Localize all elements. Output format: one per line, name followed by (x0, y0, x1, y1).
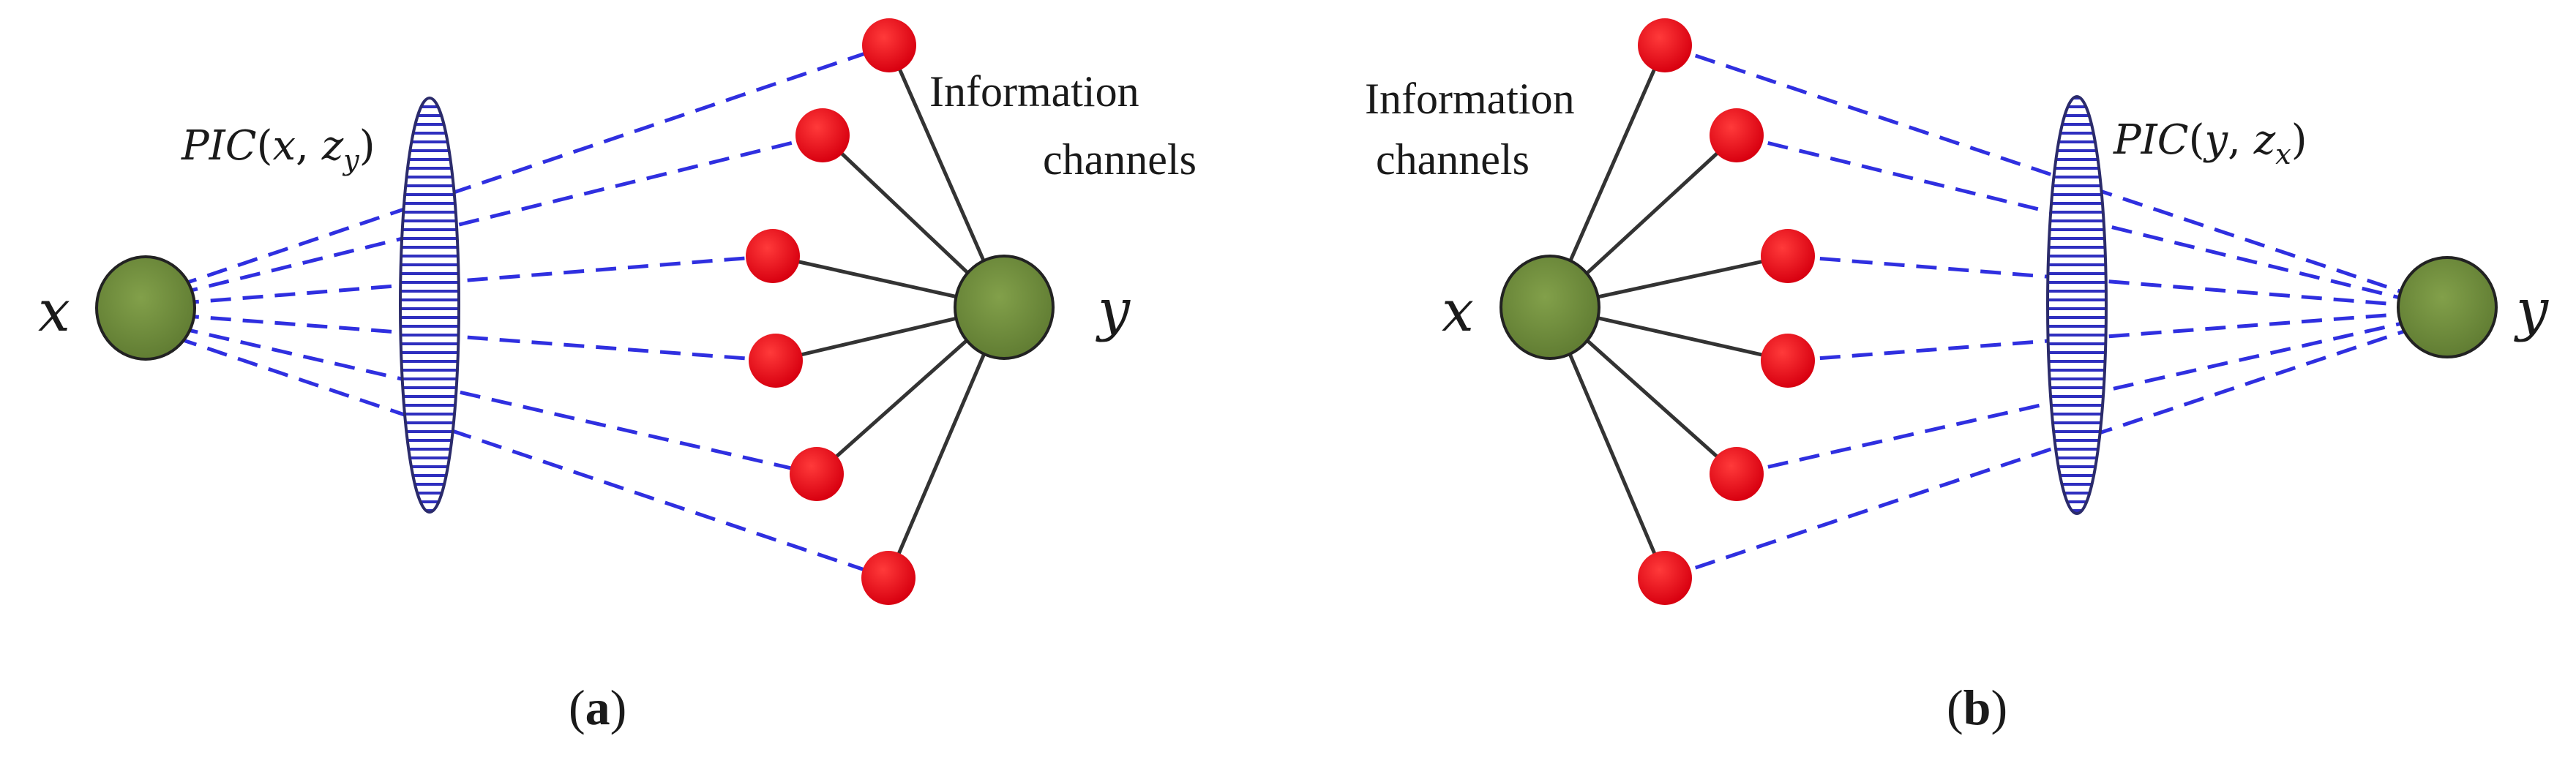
channel-nodes-b (1638, 18, 1815, 605)
dashed-link (146, 43, 890, 298)
channel-node (749, 334, 803, 388)
dashed-link (146, 326, 889, 580)
channel-node (862, 18, 916, 72)
dashed-link (1787, 254, 2416, 308)
dashed-link (146, 254, 774, 308)
dashed-link (1787, 311, 2416, 363)
channels-label-line1: Information (1365, 75, 1575, 123)
dashed-link (146, 318, 817, 476)
source-label-x: x (1442, 279, 1474, 345)
source-node-x (1499, 255, 1600, 360)
channel-node (746, 229, 800, 283)
channel-node (1710, 108, 1764, 162)
dashed-link (1736, 318, 2416, 476)
dashed-link (1664, 43, 2416, 298)
target-node-y (954, 255, 1055, 360)
channels-label-line2: channels (1376, 135, 1530, 184)
channel-node (1638, 18, 1692, 72)
channel-node (790, 447, 844, 501)
pic-label: PIC(x, zy) (181, 122, 375, 176)
channel-node (1638, 551, 1692, 605)
target-node-y (2397, 256, 2498, 358)
channel-node (861, 551, 916, 605)
pic-filter-ellipse (2046, 95, 2108, 515)
target-label-y: y (2514, 277, 2549, 343)
caption-b: (b) (1947, 680, 2007, 735)
dashed-links-a (146, 43, 890, 580)
dashed-link (146, 311, 776, 363)
source-node-x (95, 255, 196, 361)
dashed-links-b (1664, 43, 2416, 580)
target-label-y: y (1096, 277, 1131, 343)
dashed-link (1736, 133, 2416, 304)
channel-node (795, 108, 850, 162)
pic-filter-ellipse (399, 97, 460, 514)
channel-node (1710, 447, 1764, 501)
source-label-x: x (38, 279, 70, 345)
dashed-link (1664, 326, 2416, 580)
channels-label-line2: channels (1043, 135, 1197, 184)
channel-node (1761, 334, 1815, 388)
panel-a: x y PIC(x, zy) Information channels (a) (38, 18, 1197, 735)
panel-b: x y PIC(y, zx) Information channels (b) (1365, 18, 2549, 735)
caption-a: (a) (569, 680, 626, 735)
channels-label-line1: Information (929, 67, 1139, 116)
channel-nodes-a (746, 18, 916, 605)
dashed-link (146, 133, 823, 304)
pic-label: PIC(y, zx) (2113, 116, 2307, 170)
channel-node (1761, 229, 1815, 283)
